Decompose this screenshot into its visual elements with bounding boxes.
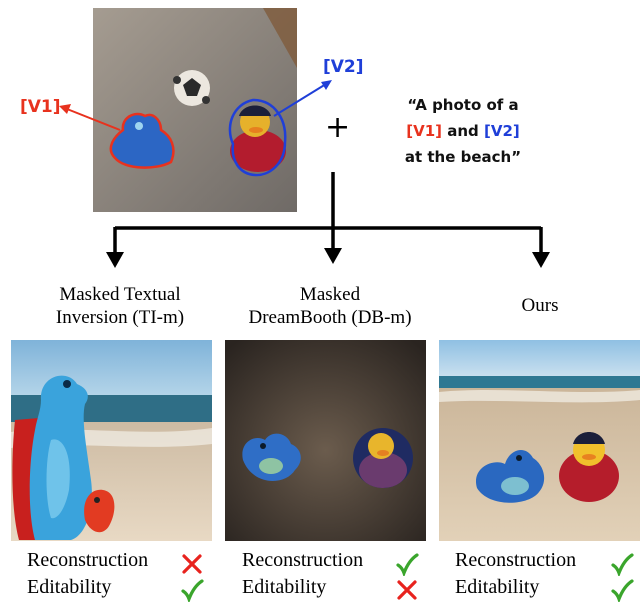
check-icon: [611, 553, 634, 576]
reconstruction-label-db: Reconstruction: [242, 549, 364, 571]
editability-label-db: Editability: [242, 576, 327, 598]
prompt-token-v2: [V2]: [483, 122, 520, 140]
prompt-token-v1: [V1]: [406, 122, 442, 140]
plus-sign: +: [325, 110, 351, 145]
reconstruction-label-ti: Reconstruction: [27, 549, 149, 571]
output-image-ti: [11, 340, 212, 541]
method-label-ours: Ours: [521, 295, 559, 316]
cross-icon: [397, 580, 417, 600]
method-label-db: Masked DreamBooth (DB-m): [248, 284, 412, 328]
arrow-v2: [273, 80, 332, 117]
token-v1-label: [V1]: [20, 97, 61, 117]
cross-icon: [182, 554, 202, 574]
prompt-line-2: [V1] and [V2]: [378, 118, 548, 144]
editability-label-ours: Editability: [455, 576, 540, 598]
input-photo: [93, 8, 297, 212]
arrow-v1: [59, 104, 121, 131]
text-prompt: “A photo of a [V1] and [V2] at the beach…: [378, 92, 548, 170]
check-icon: [611, 579, 634, 602]
reconstruction-label-ours: Reconstruction: [455, 549, 577, 571]
prompt-and: and: [442, 122, 484, 140]
output-image-ours: [439, 340, 640, 541]
token-v2-label: [V2]: [323, 57, 364, 77]
prompt-line-3: at the beach”: [404, 148, 522, 166]
editability-label-ti: Editability: [27, 576, 112, 598]
method-label-ti: Masked Textual Inversion (TI-m): [55, 284, 185, 328]
check-icon: [181, 579, 204, 602]
branch-arrows: [106, 172, 550, 268]
check-icon: [396, 553, 419, 576]
output-image-db: [225, 340, 426, 541]
prompt-line-1: “A photo of a: [407, 96, 519, 114]
